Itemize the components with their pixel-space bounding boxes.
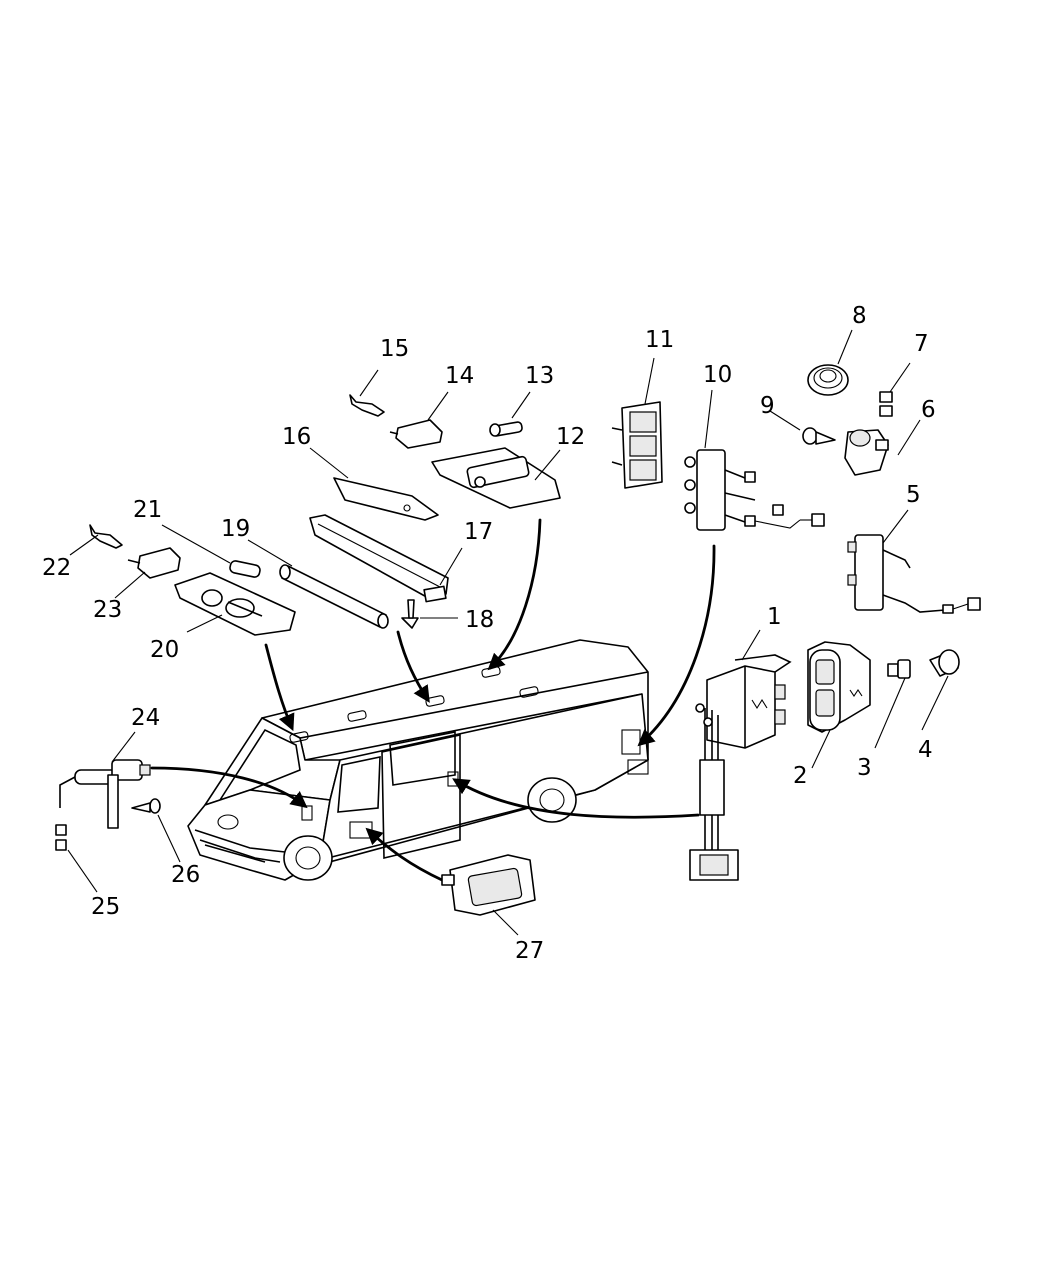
part-9-screw[interactable] — [802, 427, 836, 445]
callout-8: 8 — [852, 303, 867, 329]
callout-6: 6 — [921, 397, 936, 423]
part-18-screw[interactable] — [401, 599, 419, 629]
part-16-lens-cover[interactable] — [333, 477, 439, 521]
part-14-fuse-holder[interactable] — [389, 419, 443, 449]
callout-12: 12 — [556, 424, 585, 450]
callout-14: 14 — [445, 363, 474, 389]
callout-19: 19 — [221, 516, 250, 542]
part-15-terminal[interactable] — [349, 394, 385, 417]
part-24-door-switch[interactable] — [59, 759, 151, 829]
callout-18: 18 — [465, 607, 494, 633]
part-20-lamp-housing[interactable] — [174, 572, 296, 636]
part-10-switch-bank[interactable] — [684, 449, 825, 531]
part-21-bulb[interactable] — [229, 560, 261, 578]
part-3-connector[interactable] — [887, 659, 911, 679]
part-7-fuse[interactable] — [879, 391, 893, 417]
callout-22: 22 — [42, 555, 71, 581]
callout-7: 7 — [914, 331, 929, 357]
part-17-light-strip[interactable] — [309, 514, 449, 603]
callout-4: 4 — [918, 737, 933, 763]
part-6-bracket[interactable] — [844, 429, 889, 476]
van-body — [187, 639, 649, 881]
callout-16: 16 — [282, 424, 311, 450]
callout-1: 1 — [767, 604, 782, 630]
callout-9: 9 — [760, 393, 775, 419]
part-22-terminal[interactable] — [89, 524, 123, 549]
part-26-screw[interactable] — [131, 798, 161, 814]
callout-27: 27 — [515, 938, 544, 964]
part-23-fuse-holder[interactable] — [127, 547, 181, 579]
callout-11: 11 — [645, 327, 674, 353]
callout-10: 10 — [703, 362, 732, 388]
part-12-lamp-housing[interactable] — [431, 447, 561, 509]
callout-15: 15 — [380, 336, 409, 362]
callout-23: 23 — [93, 597, 122, 623]
callout-5: 5 — [906, 482, 921, 508]
callout-26: 26 — [171, 862, 200, 888]
callout-3: 3 — [857, 755, 872, 781]
callout-24: 24 — [131, 705, 160, 731]
part-27-switch-bezel[interactable] — [441, 854, 536, 916]
callout-25: 25 — [91, 894, 120, 920]
part-25-connector[interactable] — [55, 824, 67, 851]
callout-21: 21 — [133, 497, 162, 523]
callout-2: 2 — [793, 763, 808, 789]
callout-17: 17 — [464, 519, 493, 545]
part-5-switch-block[interactable] — [847, 534, 981, 614]
part-4-cap[interactable] — [929, 649, 960, 677]
leader-arrows — [150, 518, 716, 882]
callout-labels: 1 2 3 4 5 6 7 8 9 10 11 12 13 14 15 16 1… — [42, 303, 936, 964]
part-2-rocker-switch[interactable] — [807, 641, 871, 733]
part-19-tube[interactable] — [279, 564, 389, 629]
callout-20: 20 — [150, 637, 179, 663]
part-1-switch-connector[interactable] — [689, 654, 792, 881]
part-13-bulb[interactable] — [489, 421, 523, 437]
callout-13: 13 — [525, 363, 554, 389]
callout-leaders — [67, 329, 949, 936]
part-11-switch-frame[interactable] — [611, 401, 663, 489]
part-8-grommet[interactable] — [807, 364, 849, 396]
